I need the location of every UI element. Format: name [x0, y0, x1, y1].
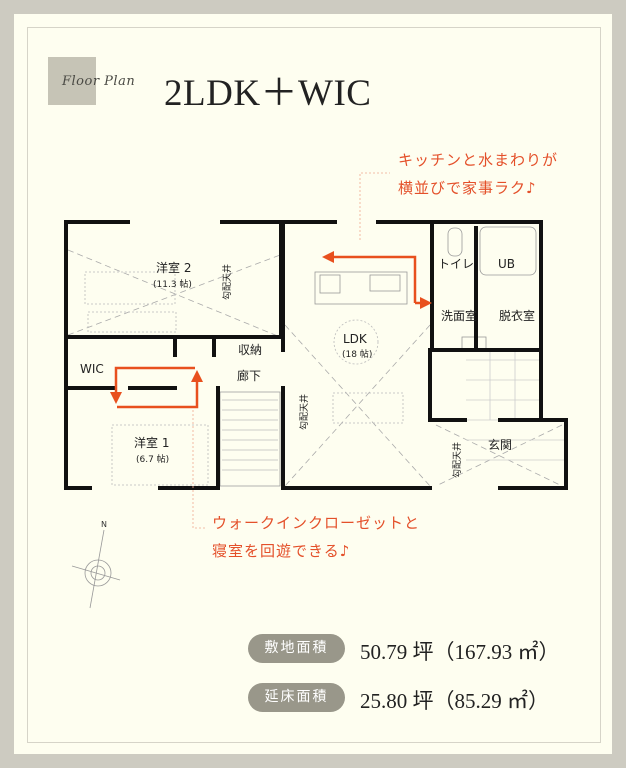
floor-plan-badge	[48, 57, 96, 105]
wic-note: ウォークインクローゼットと 寝室を回遊できる♪	[212, 509, 420, 565]
circulation-arrows	[114, 255, 424, 409]
furniture	[84, 271, 404, 486]
arrow-heads	[110, 251, 432, 404]
floor-plan-label: Floor Plan	[62, 74, 136, 89]
storage-label: 収納	[238, 343, 262, 357]
compass-icon	[71, 529, 121, 609]
frame	[27, 27, 601, 743]
sloped-ceiling-label-1: 勾配天井	[221, 264, 233, 300]
room2-size: (11.3 帖)	[153, 278, 192, 290]
floor-area-pill: 延床面積	[248, 683, 345, 712]
entrance-label: 玄関	[488, 437, 512, 452]
dressing-room-label: 脱衣室	[499, 308, 535, 323]
room2-label: 洋室 2	[156, 260, 191, 275]
sloped-ceiling-label-3: 勾配天井	[451, 442, 463, 478]
ub-label: UB	[498, 257, 515, 271]
card	[14, 14, 612, 754]
wic-label: WIC	[80, 362, 104, 376]
kitchen-note-line-2: 横並びで家事ラク♪	[398, 179, 537, 197]
leader-lines	[192, 172, 390, 529]
walls	[64, 220, 568, 490]
kitchen-note-line-1: キッチンと水まわりが	[398, 151, 559, 169]
ceiling-diagonals	[67, 249, 563, 487]
site-area-value: 50.79 坪（167.93 ㎡）	[360, 640, 560, 664]
compass-north: N	[101, 520, 107, 529]
ldk-size: (18 帖)	[342, 348, 372, 360]
floor-area-value: 25.80 坪（85.29 ㎡）	[360, 689, 549, 713]
wic-note-line-2: 寝室を回遊できる♪	[212, 542, 351, 560]
page-title: 2LDK＋WIC	[164, 73, 372, 114]
washroom-label: 洗面室	[441, 308, 477, 323]
hall-label: 廊下	[237, 368, 261, 383]
wic-note-line-1: ウォークインクローゼットと	[212, 514, 421, 532]
kitchen-note: キッチンと水まわりが 横並びで家事ラク♪	[398, 146, 558, 202]
sloped-ceiling-label-2: 勾配天井	[298, 394, 310, 430]
room1-size: (6.7 帖)	[136, 453, 169, 465]
toilet-label: トイレ	[438, 257, 474, 271]
site-area-pill: 敷地面積	[248, 634, 345, 663]
room1-label: 洋室 1	[134, 435, 169, 450]
ldk-label: LDK	[343, 332, 368, 346]
